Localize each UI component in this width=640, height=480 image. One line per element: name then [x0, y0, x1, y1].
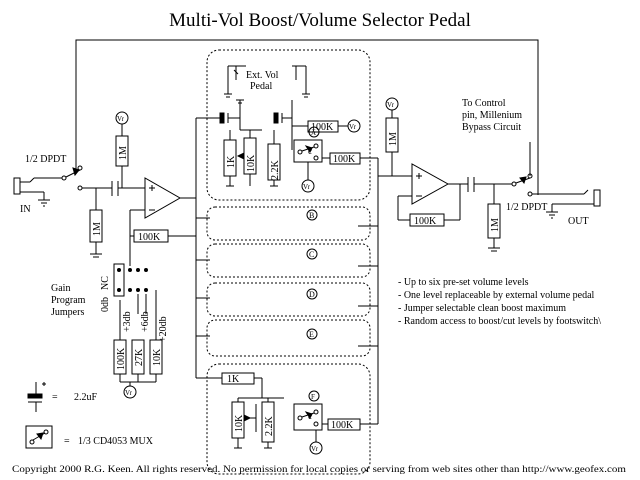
jumper-nc: NC [100, 276, 111, 290]
output-vr: Vr [387, 101, 395, 109]
opamp-1 [129, 177, 196, 260]
gain-27k: 27K [134, 348, 145, 366]
section-f-c: c [308, 411, 312, 421]
dpdt-left-switch [34, 165, 112, 191]
section-f-22k: 2.2K [264, 416, 275, 437]
gain-100k: 100K [116, 347, 127, 370]
ext-vol-line2: Pedal [250, 81, 272, 92]
channel-d-label: D [309, 290, 315, 299]
section-f-vr: Vr [311, 445, 319, 453]
section-box-c [206, 243, 371, 278]
channel-e-label: E [309, 330, 314, 339]
note-2: - One level replaceable by external volu… [398, 290, 595, 301]
gain-line1: Gain [51, 283, 70, 294]
output-1m-ground: 1M [490, 218, 501, 232]
control-line1: To Control [462, 98, 506, 109]
bypass-wire [75, 39, 539, 195]
input-bias-value: 1M [92, 222, 103, 236]
input-bias-resistor [89, 188, 103, 258]
input-label: IN [20, 204, 31, 215]
legend-mux-symbol [25, 425, 53, 449]
ext-vol-line1: Ext. Vol [246, 70, 279, 81]
channel-b-label: B [309, 211, 314, 220]
gain-jumpers [113, 260, 163, 399]
section-a-10k: 10K [246, 154, 257, 172]
gain-vr: Vr [125, 389, 133, 397]
section-a-22k: 2.2K [270, 160, 281, 181]
control-line2: pin, Millenium [462, 110, 522, 121]
note-3: - Jumper selectable clean boost maximum [398, 303, 566, 314]
input-jack [13, 177, 50, 207]
section-f-circuit [221, 372, 378, 455]
channel-rows [306, 209, 378, 347]
section-boxes [206, 49, 371, 475]
output-feedback-100k: 100K [414, 216, 437, 227]
section-f-10k: 10K [234, 414, 245, 432]
legend-mux-label: 1/3 CD4053 MUX [78, 436, 154, 447]
section-a-1k: 1K [226, 155, 237, 168]
output-1m: 1M [388, 132, 399, 146]
section-a-100k-top: 100K [311, 122, 334, 133]
section-box-e [206, 319, 371, 357]
legend-cap-value: 2.2uF [74, 392, 98, 403]
legend-capacitor-symbol [27, 382, 46, 412]
section-a-vr-top: Vr [349, 123, 357, 131]
output-stage [378, 97, 601, 252]
section-box-d [206, 282, 371, 317]
legend-mux-eq: = [64, 436, 70, 447]
jumper-20db: +20db [158, 316, 169, 342]
gain-line3: Jumpers [51, 307, 84, 318]
feedback-resistor [130, 229, 196, 243]
dpdt-left-label: 1/2 DPDT [25, 154, 66, 165]
feedback-resistor-value: 100K [138, 232, 161, 243]
gain-line2: Program [51, 295, 86, 306]
section-a-circuit [219, 65, 378, 193]
section-f-100k: 100K [331, 420, 354, 431]
bias-1m-b: 1M [118, 146, 129, 160]
section-box-f [206, 363, 371, 475]
diagram-title: Multi-Vol Boost/Volume Selector Pedal [169, 10, 471, 31]
section-box-b [206, 206, 371, 241]
vr-label-a: Vr [117, 115, 125, 123]
channel-f-label: F [311, 393, 315, 401]
copyright: Copyright 2000 R.G. Keen. All rights res… [12, 464, 627, 475]
section-f-1k: 1K [227, 374, 240, 385]
dpdt-right-label: 1/2 DPDT [506, 202, 547, 213]
section-a-vr-bottom: Vr [303, 183, 311, 191]
control-line3: Bypass Circuit [462, 122, 521, 133]
section-box-a [206, 49, 371, 201]
legend-cap-eq: = [52, 392, 58, 403]
vr-bias-a [115, 111, 129, 188]
channel-c-label: C [309, 250, 314, 259]
jumper-0db: 0db [100, 297, 111, 312]
note-1: - Up to six pre-set volume levels [398, 277, 529, 288]
section-a-c: c [308, 146, 312, 156]
section-a-100k-out: 100K [333, 154, 356, 165]
input-capacitor [111, 181, 145, 196]
channel-a-label: A [311, 129, 316, 137]
gain-10k: 10K [152, 348, 163, 366]
output-label: OUT [568, 216, 589, 227]
jumper-3db: +3db [122, 311, 133, 332]
jumper-6db: +6db [140, 311, 151, 332]
note-4: - Random access to boost/cut levels by f… [398, 316, 601, 327]
